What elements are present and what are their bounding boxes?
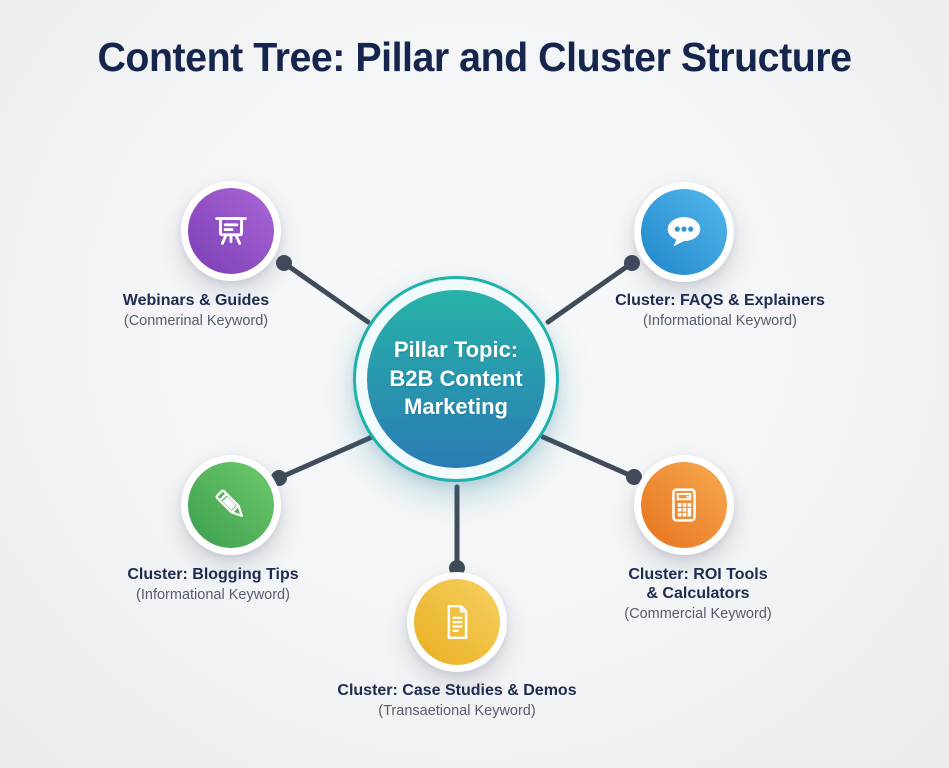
node-faqs: [634, 182, 734, 282]
pillar-circle: Pillar Topic: B2B Content Marketing: [367, 290, 545, 468]
node-roi: [634, 455, 734, 555]
case-studies-circle: [414, 579, 500, 665]
pencil-icon: [208, 482, 254, 528]
label-webinars-keyword: (Conmerinal Keyword): [123, 312, 269, 329]
pillar-node: Pillar Topic: B2B Content Marketing: [353, 276, 559, 482]
chat-icon: [661, 209, 707, 255]
label-faqs: Cluster: FAQS & Explainers (Informationa…: [585, 292, 855, 329]
node-case-studies: [407, 572, 507, 672]
label-case-studies: Cluster: Case Studies & Demos (Transaeti…: [322, 682, 592, 719]
label-faqs-title: Cluster: FAQS & Explainers: [615, 292, 825, 309]
label-case-studies-title: Cluster: Case Studies & Demos: [337, 682, 577, 699]
label-case-studies-keyword: (Transaetional Keyword): [378, 702, 536, 719]
pillar-label: Pillar Topic: B2B Content Marketing: [389, 337, 523, 420]
label-faqs-keyword: (Informational Keyword): [643, 312, 797, 329]
roi-circle: [641, 462, 727, 548]
page-title: Content Tree: Pillar and Cluster Structu…: [97, 34, 852, 80]
blogging-circle: [188, 462, 274, 548]
label-roi: Cluster: ROI Tools & Calculators (Commer…: [563, 566, 833, 622]
presentation-icon: [208, 208, 254, 254]
document-icon: [434, 599, 480, 645]
webinars-circle: [188, 188, 274, 274]
label-blogging: Cluster: Blogging Tips (Informational Ke…: [78, 566, 348, 603]
label-blogging-keyword: (Informational Keyword): [136, 586, 290, 603]
label-webinars: Webinars & Guides (Conmerinal Keyword): [61, 292, 331, 329]
faqs-circle: [641, 189, 727, 275]
label-webinars-title: Webinars & Guides: [122, 292, 270, 309]
label-blogging-title: Cluster: Blogging Tips: [127, 566, 299, 583]
label-roi-title: Cluster: ROI Tools & Calculators: [628, 566, 768, 602]
label-roi-keyword: (Commercial Keyword): [624, 605, 772, 622]
node-blogging: [181, 455, 281, 555]
node-webinars: [181, 181, 281, 281]
calculator-icon: [661, 482, 707, 528]
